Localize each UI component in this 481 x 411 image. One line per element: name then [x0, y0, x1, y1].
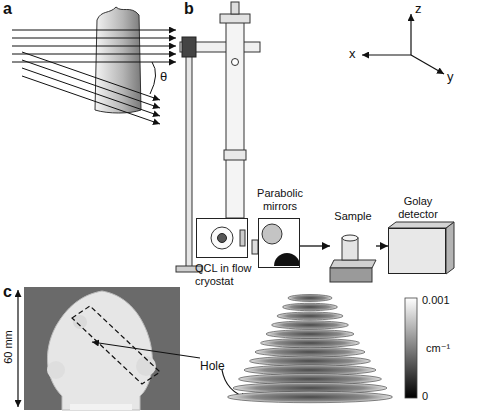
photo — [24, 287, 180, 410]
leader-arrow — [92, 342, 200, 358]
scale-tick: 0 — [422, 390, 428, 402]
node-label: QCL in flow cryostat — [195, 262, 273, 287]
slice — [283, 303, 338, 310]
slice — [266, 330, 354, 339]
beam-ray — [22, 52, 160, 100]
angle-symbol: θ — [160, 70, 167, 84]
beam-arrow — [376, 245, 388, 246]
sample-object — [95, 7, 141, 113]
parabolic-mirror — [262, 224, 282, 244]
scale-tick: 0.001 — [422, 294, 450, 306]
node-label: Golay detector — [383, 195, 453, 220]
cryostat-port — [232, 59, 239, 66]
beam-ray — [22, 60, 160, 108]
cryostat-box: QCL in flow cryostat — [196, 218, 248, 258]
axes — [362, 14, 444, 74]
cryostat-ring — [224, 150, 246, 160]
cryostat-window — [211, 227, 233, 249]
stand-pole — [186, 40, 192, 268]
dimension-label: 60 mm — [2, 322, 14, 372]
callout-label: Hole — [200, 360, 225, 373]
beam-arrow — [300, 245, 330, 246]
beam-ray — [12, 30, 176, 31]
object-bump — [47, 361, 65, 379]
cryostat-clip — [240, 230, 245, 246]
panel-letter: b — [184, 0, 194, 18]
axis-arrow — [410, 14, 411, 55]
slice — [250, 356, 371, 366]
window-core — [218, 234, 227, 243]
cryostat-valve — [231, 2, 239, 14]
slice — [272, 321, 349, 329]
color-bar — [405, 298, 417, 398]
beam-ray — [12, 46, 176, 47]
dimension-arrow — [17, 290, 18, 407]
beam-ray — [12, 54, 176, 55]
beam-ray — [22, 76, 160, 124]
cryostat-flange — [220, 14, 250, 23]
node-label: Sample — [328, 210, 378, 223]
cryostat-column — [226, 22, 244, 218]
axis-arrow — [362, 54, 411, 55]
node-label: Parabolic mirrors — [245, 187, 315, 212]
panel-letter: c — [3, 283, 12, 301]
angle-arc — [150, 62, 156, 94]
beam-ray — [12, 38, 176, 39]
slice — [288, 295, 332, 302]
sample-stage: Sample — [330, 236, 376, 282]
slice — [261, 339, 360, 348]
beam-ray — [22, 68, 160, 116]
parabolic-mirror — [274, 253, 300, 266]
axis-label: x — [349, 47, 356, 61]
cone-object — [47, 291, 152, 410]
sample-cylinder — [342, 235, 358, 241]
slice — [255, 347, 365, 356]
sample-stage — [330, 260, 376, 268]
object-stem — [70, 404, 132, 410]
clamp-block — [182, 37, 196, 57]
object-bump — [73, 315, 87, 329]
sample-stage — [330, 268, 372, 282]
slice — [228, 391, 393, 402]
beam-ray — [12, 62, 176, 63]
detector-box: Golay detector — [388, 228, 446, 274]
panel-letter: a — [3, 0, 12, 18]
axis-label: z — [415, 2, 422, 16]
axis-label: y — [447, 70, 454, 84]
detector-side — [446, 222, 454, 274]
tomography-slices — [228, 295, 393, 403]
slice — [277, 312, 343, 320]
axis-arrow — [411, 55, 444, 74]
scale-unit: cm⁻¹ — [426, 342, 450, 354]
mirror-box: Parabolic mirrors — [258, 218, 300, 268]
beam-set — [22, 52, 160, 124]
